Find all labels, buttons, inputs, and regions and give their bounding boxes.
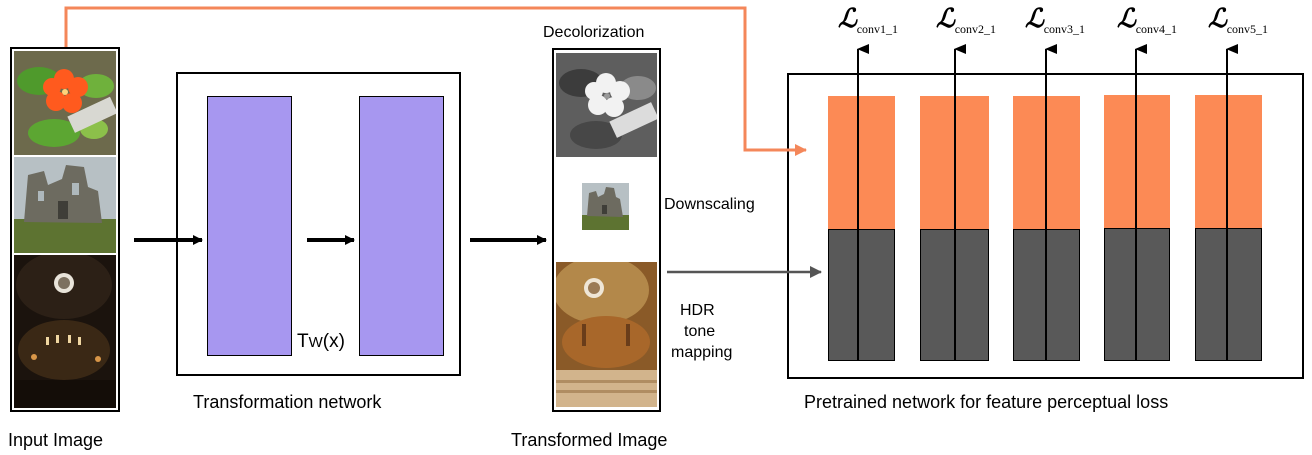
feature-orange-1 [828, 96, 895, 229]
transformation-network-label: Transformation network [193, 392, 382, 412]
loss-conv3-1: ℒconv3_1 [1025, 4, 1086, 37]
input-image-label: Input Image [8, 430, 104, 450]
input-image-strip [10, 47, 120, 412]
decolorization-label: Decolorization [543, 24, 645, 41]
feature-orange-5 [1195, 95, 1262, 228]
loss-conv2-1: ℒconv2_1 [936, 4, 997, 37]
grayscale-flower-image [556, 53, 657, 157]
loss-conv5-1: ℒconv5_1 [1208, 4, 1269, 37]
castle-image [14, 157, 116, 253]
downscaling-label: Downscaling [664, 196, 755, 213]
tone-mapped-interior-image [556, 262, 657, 407]
skip-arrow [64, 6, 807, 156]
transformed-image-label: Transformed Image [511, 430, 668, 450]
transformation-layer-2 [359, 96, 444, 356]
hdr-label-line2: tone [684, 323, 716, 340]
hdr-label-line3: mapping [671, 344, 733, 361]
hdr-label-line1: HDR [680, 302, 715, 319]
flower-image [14, 51, 116, 155]
pretrained-network-label: Pretrained network for feature perceptua… [804, 392, 1169, 412]
transform-function-label: TW(x) [297, 331, 345, 352]
dome-interior-image [14, 255, 116, 408]
loss-conv1-1: ℒconv1_1 [838, 4, 899, 37]
feature-gray-5 [1195, 228, 1262, 361]
transformation-layer-1 [207, 96, 292, 356]
small-castle-image [582, 183, 629, 230]
feature-gray-1 [828, 229, 895, 361]
loss-conv4-1: ℒconv4_1 [1117, 4, 1178, 37]
